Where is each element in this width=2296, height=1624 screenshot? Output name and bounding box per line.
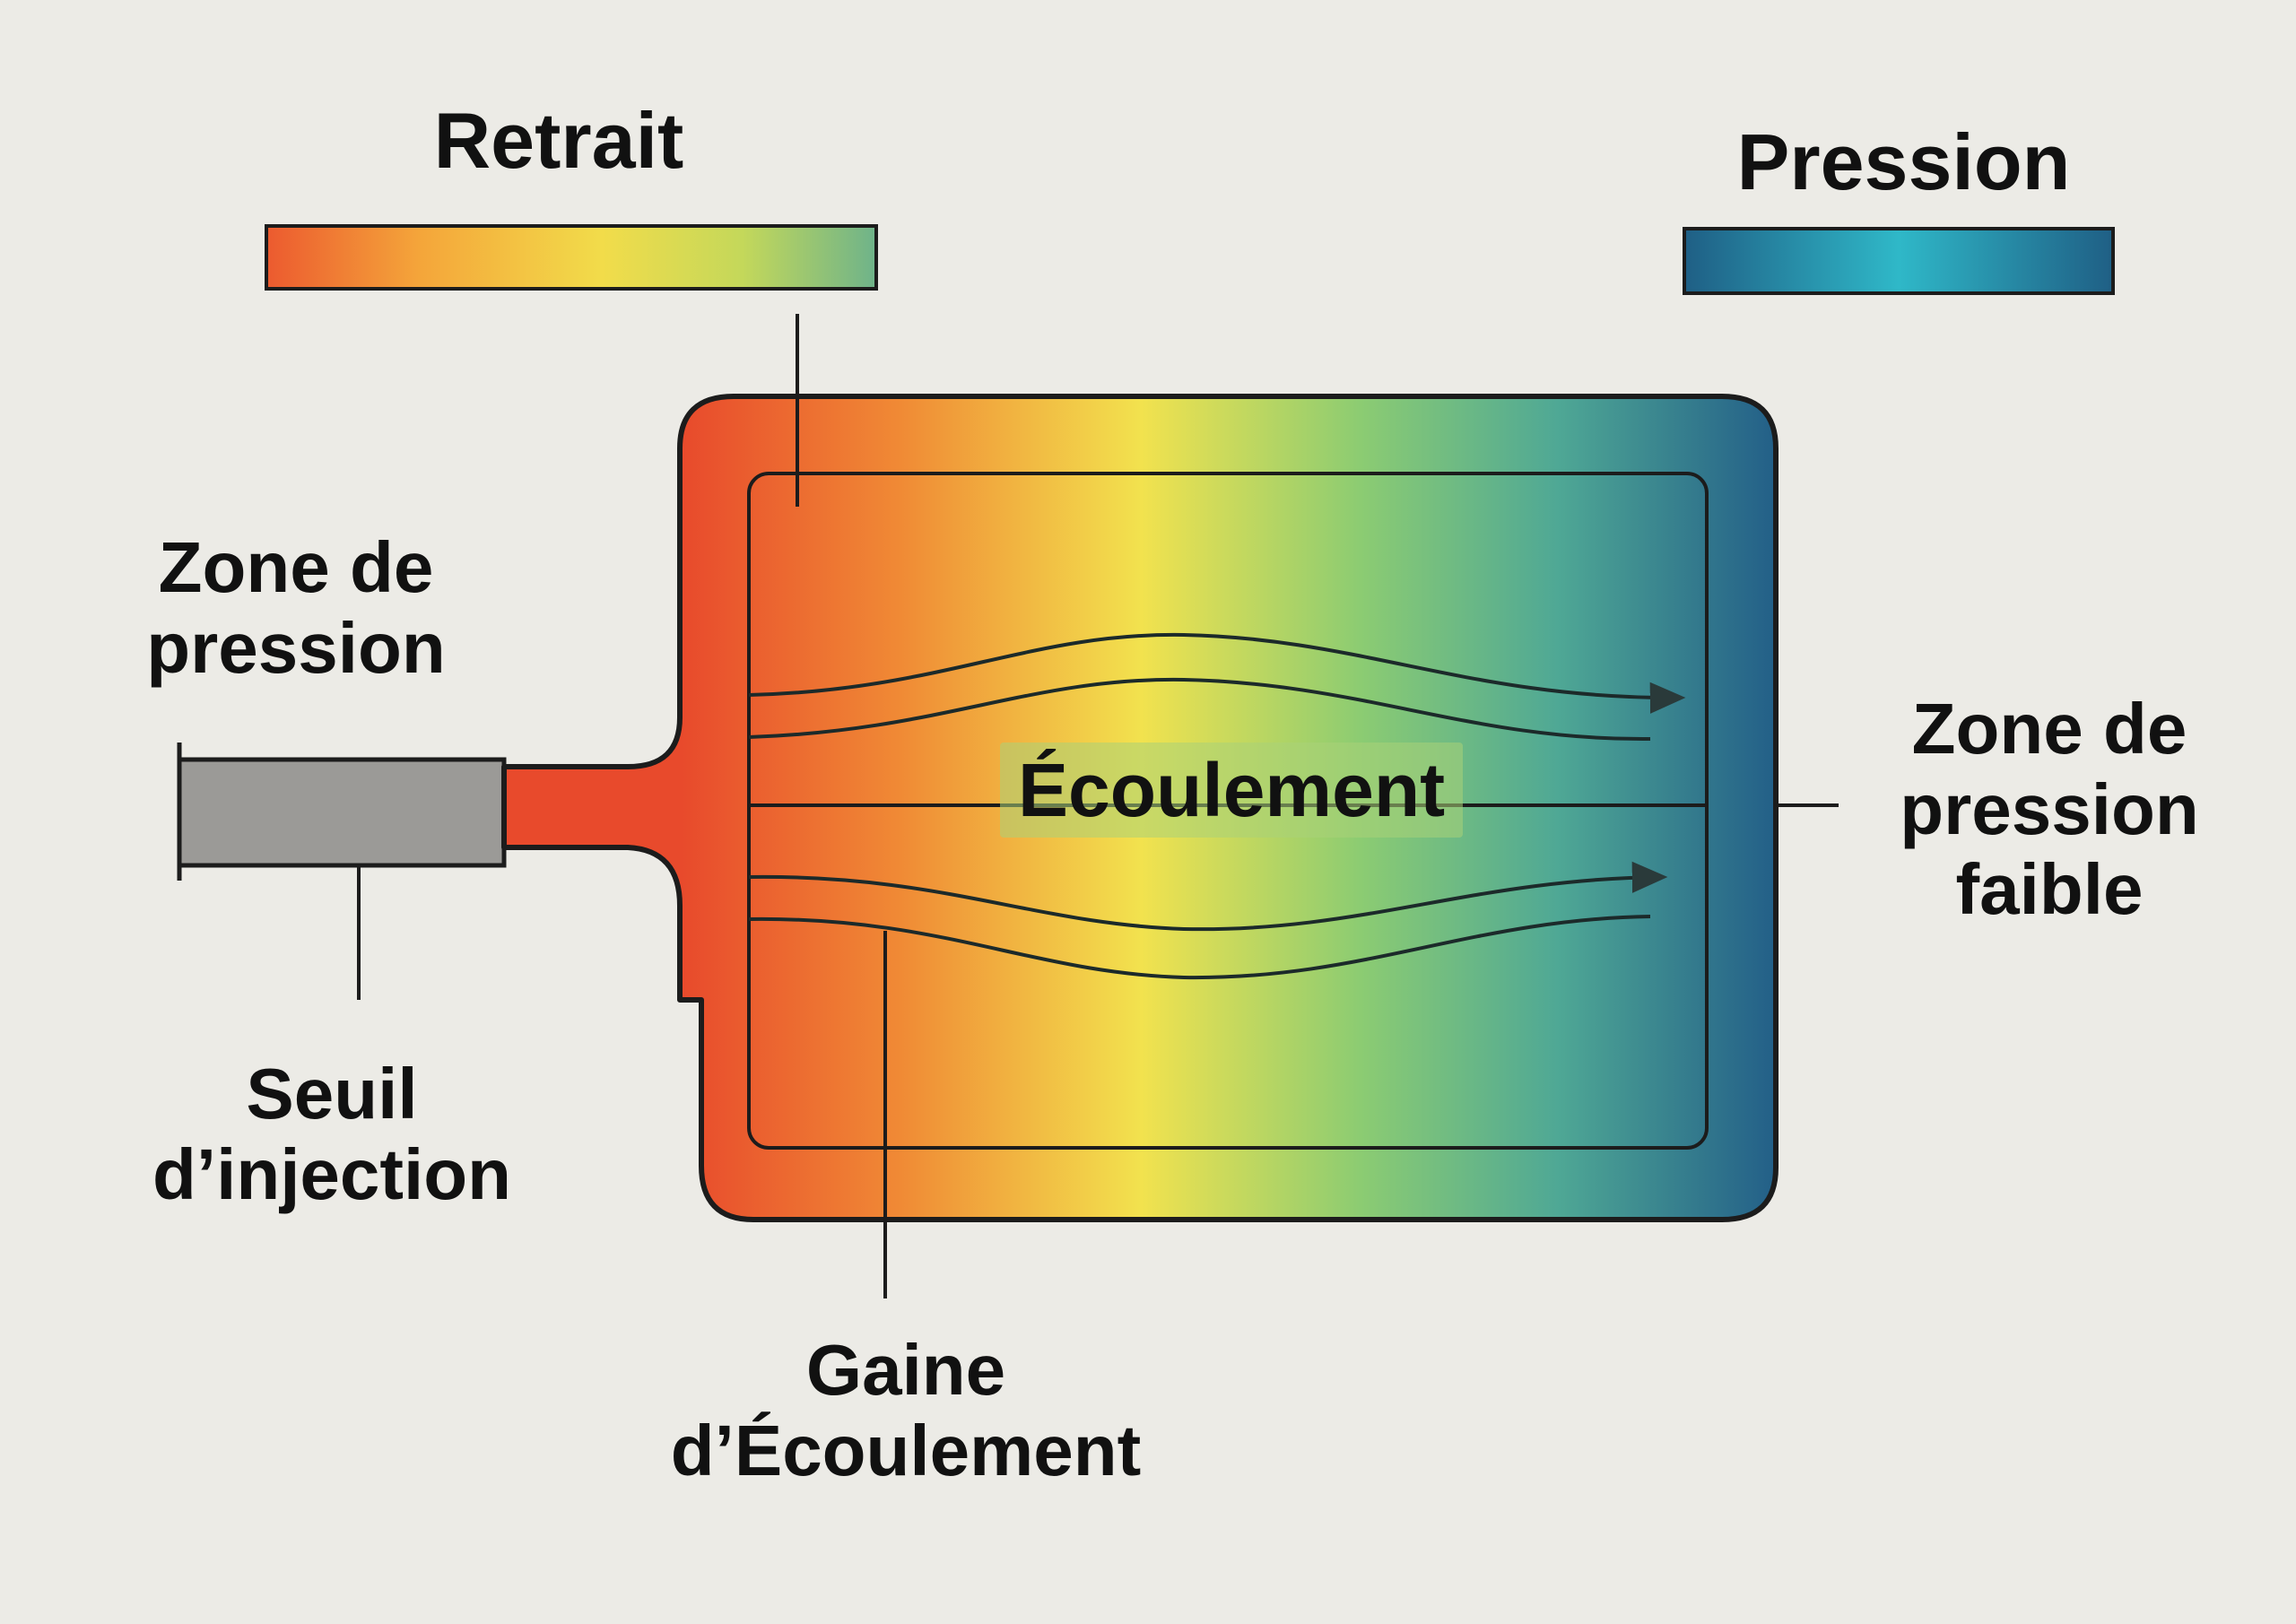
flow-line-lower-outer — [748, 861, 1668, 932]
gaine-ecoulement-label: Gaine d’Écoulement — [670, 1330, 1142, 1490]
retrait-legend-bar — [265, 224, 878, 291]
retrait-legend-title: Retrait — [433, 96, 684, 185]
injection-nozzle — [177, 757, 507, 868]
pression-legend-bar — [1683, 227, 2115, 295]
inner-cavity-outline — [747, 472, 1709, 1150]
flow-line-upper-outer — [748, 632, 1686, 714]
zone-pression-label: Zone de pression — [146, 527, 446, 688]
ecoulement-label: Écoulement — [1000, 743, 1464, 838]
pression-legend-title: Pression — [1736, 117, 2071, 206]
flow-line-upper-inner — [748, 677, 1651, 742]
seuil-injection-label: Seuil d’injection — [152, 1054, 511, 1214]
flow-line-lower-inner — [748, 915, 1651, 980]
zone-pression-faible-label: Zone de pression faible — [1900, 689, 2199, 930]
